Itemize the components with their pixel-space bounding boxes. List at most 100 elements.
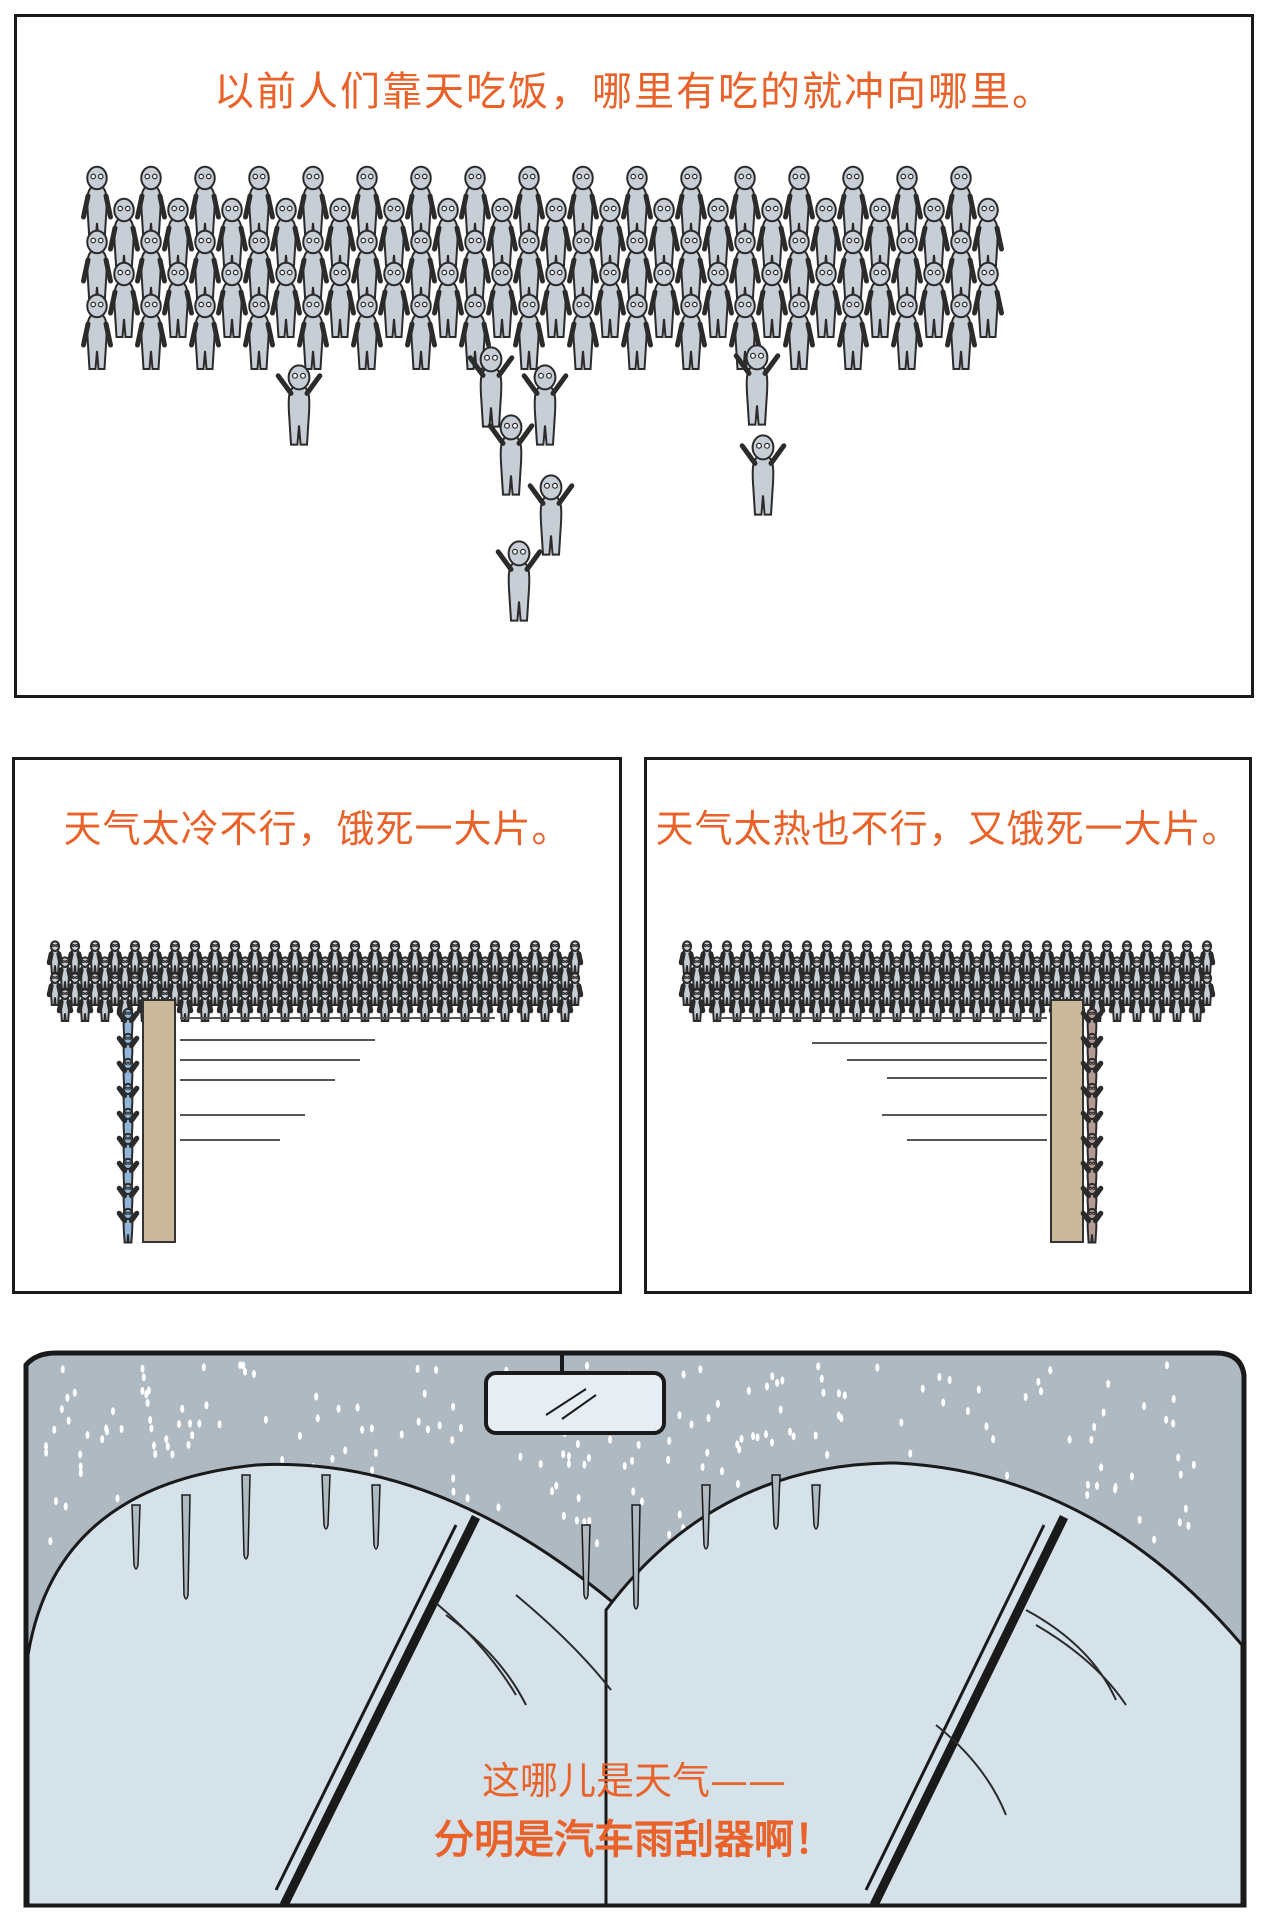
figure	[226, 940, 244, 975]
figure	[456, 988, 474, 1023]
figure	[908, 956, 926, 991]
figure	[106, 972, 124, 1007]
hot-crowd-wall-illustration	[678, 940, 1216, 1244]
figure	[161, 261, 195, 339]
figure	[487, 414, 535, 496]
figure	[798, 940, 816, 975]
figure	[1048, 956, 1066, 991]
figure	[516, 956, 534, 991]
figure	[356, 988, 374, 1023]
figure	[276, 956, 294, 991]
figure	[527, 474, 575, 556]
figure	[76, 988, 94, 1023]
figure	[566, 940, 584, 975]
figure	[80, 165, 114, 243]
figure	[296, 229, 330, 307]
figure	[539, 197, 573, 275]
figure	[1188, 956, 1206, 991]
figure	[768, 988, 786, 1023]
figure	[890, 293, 924, 371]
figure	[808, 988, 826, 1023]
figure	[647, 261, 681, 339]
figure	[156, 956, 174, 991]
rearview-mirror	[484, 1371, 666, 1435]
figure	[346, 940, 364, 975]
figure	[1128, 988, 1146, 1023]
figure	[476, 988, 494, 1023]
figure	[968, 988, 986, 1023]
figure	[431, 261, 465, 339]
figure	[506, 972, 524, 1007]
figure	[242, 293, 276, 371]
figure	[768, 956, 786, 991]
figure	[176, 956, 194, 991]
figure	[458, 293, 492, 371]
figure	[416, 956, 434, 991]
figure	[858, 940, 876, 975]
figure	[316, 988, 334, 1023]
figure	[674, 293, 708, 371]
figure	[701, 197, 735, 275]
panel-too-hot: 天气太热也不行，又饿死一大片。	[644, 757, 1252, 1294]
figure	[674, 229, 708, 307]
figure	[1028, 956, 1046, 991]
panel3-caption: 天气太热也不行，又饿死一大片。	[655, 807, 1241, 851]
figure	[316, 956, 334, 991]
figure	[512, 293, 546, 371]
figure	[556, 956, 574, 991]
figure	[269, 261, 303, 339]
figure	[917, 261, 951, 339]
figure	[917, 197, 951, 275]
figure	[620, 229, 654, 307]
figure	[326, 940, 344, 975]
figure	[728, 988, 746, 1023]
figure	[556, 988, 574, 1023]
figure	[888, 988, 906, 1023]
figure	[1178, 940, 1196, 975]
figure	[196, 988, 214, 1023]
figure	[748, 956, 766, 991]
figure	[755, 197, 789, 275]
figure	[276, 988, 294, 1023]
figure	[376, 988, 394, 1023]
figure	[216, 988, 234, 1023]
panel4-caption-line2: 分明是汽车雨刮器啊！	[434, 1817, 834, 1863]
figure	[80, 293, 114, 371]
figure	[1178, 972, 1196, 1007]
figure	[1038, 940, 1056, 975]
figure	[350, 165, 384, 243]
figure	[733, 344, 781, 426]
figure	[788, 988, 806, 1023]
figure	[116, 956, 134, 991]
figure	[798, 972, 816, 1007]
figure	[269, 197, 303, 275]
figure	[708, 956, 726, 991]
figure	[326, 972, 344, 1007]
wiped-area-left	[26, 1462, 618, 1907]
figure	[486, 972, 504, 1007]
figure	[80, 229, 114, 307]
panel-windshield: 这哪儿是天气—— 分明是汽车雨刮器啊！	[16, 1345, 1252, 1910]
figure	[436, 956, 454, 991]
figure	[86, 940, 104, 975]
figure	[701, 261, 735, 339]
figure	[376, 956, 394, 991]
figure	[336, 956, 354, 991]
figure	[495, 540, 543, 622]
figure	[1128, 956, 1146, 991]
figure	[566, 229, 600, 307]
figure	[146, 940, 164, 975]
figure	[938, 972, 956, 1007]
figure	[215, 197, 249, 275]
figure	[1058, 940, 1076, 975]
figure	[674, 165, 708, 243]
figure	[1078, 940, 1096, 975]
figure	[566, 293, 600, 371]
figure	[828, 956, 846, 991]
panel-too-cold: 天气太冷不行，饿死一大片。	[12, 757, 622, 1294]
figure	[306, 972, 324, 1007]
figure	[46, 972, 64, 1007]
figure	[106, 940, 124, 975]
figure	[738, 972, 756, 1007]
figure	[782, 293, 816, 371]
